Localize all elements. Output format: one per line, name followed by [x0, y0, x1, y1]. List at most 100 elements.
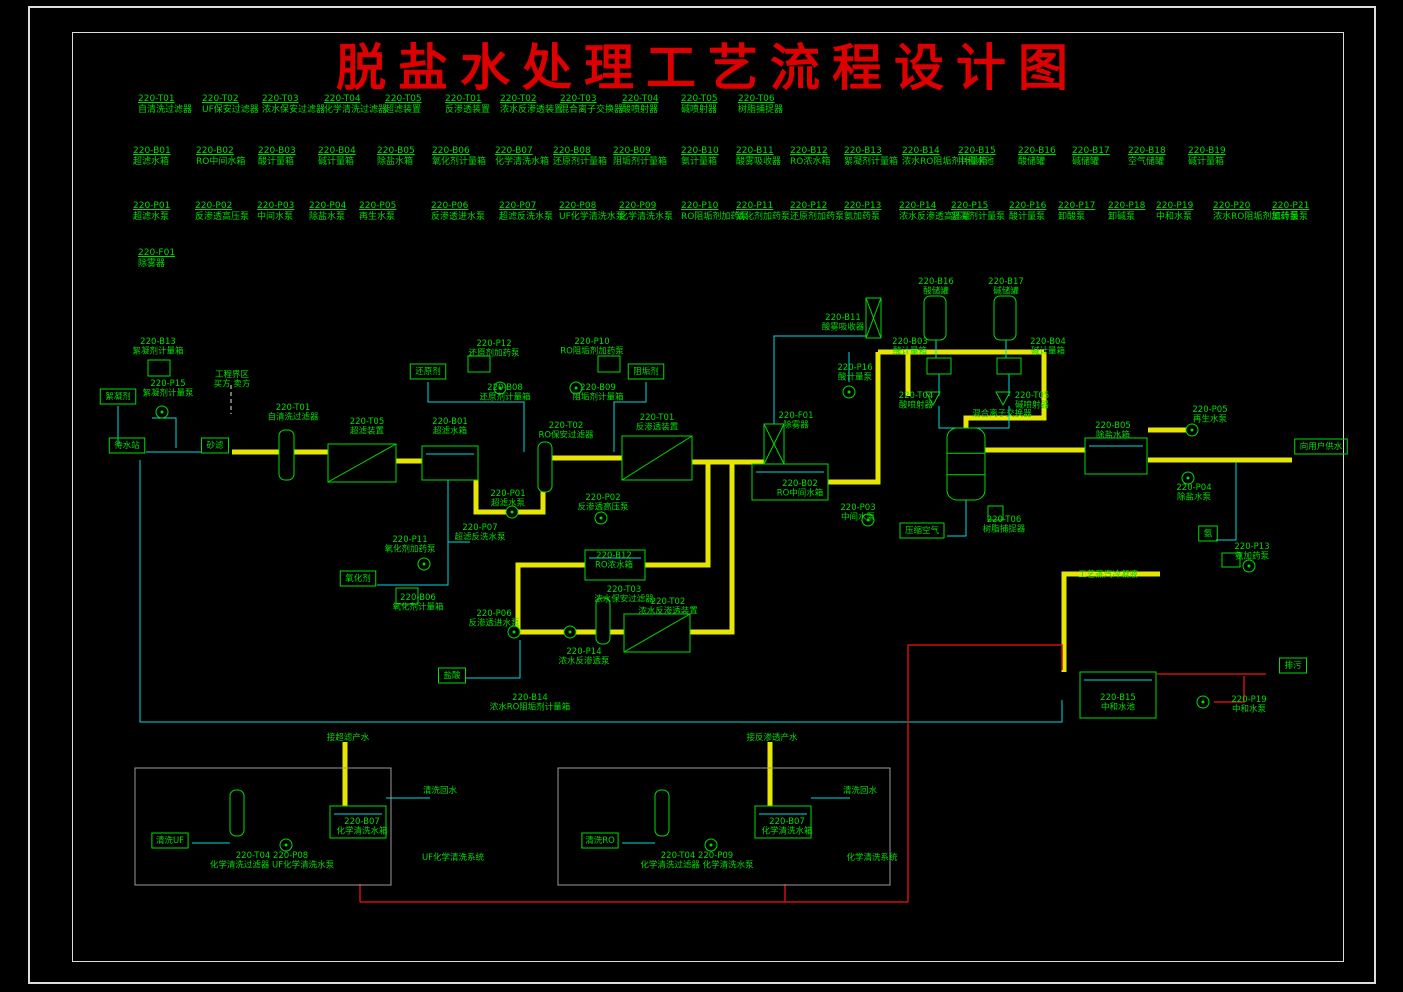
process-flow-line: [690, 462, 735, 635]
process-flow-line: [1061, 571, 1160, 672]
mixed-bed-exchanger: [946, 427, 986, 501]
concentrate-ro-hp-pump-dot: [568, 630, 572, 634]
alkali-metering-box: [996, 357, 1022, 375]
ro-cleaning-tank: [754, 805, 812, 839]
ro-concentrate-tank: [584, 549, 646, 581]
diagram-label: 压缩空气: [905, 525, 940, 536]
cleaning-system-box: [557, 767, 891, 886]
uf-cleaning-filter: [229, 789, 245, 837]
diagram-label: UF化学清洗系统: [422, 852, 485, 863]
diagram-label: 工程界区买方 卖方: [214, 370, 251, 390]
acid-ejector: [925, 391, 941, 407]
oxidant-tank: [395, 587, 419, 605]
aux-line: [938, 406, 957, 429]
aux-line: [773, 335, 866, 424]
neutralization-pump-dot: [1201, 700, 1205, 704]
demister-packing: [763, 423, 785, 465]
ammonia-tank: [1221, 552, 1241, 568]
reducing-agent-pump-dot: [498, 386, 502, 390]
label-box: [627, 363, 665, 380]
acid-mist-absorber-packing: [865, 297, 882, 339]
diagram-label: 排污: [1284, 660, 1302, 671]
drain-line: [907, 644, 1063, 902]
uf-water-pump-dot: [510, 510, 514, 514]
label-box: [409, 363, 447, 380]
diagram-label: 氧化剂: [345, 573, 371, 584]
diagram-label: 化学清洗系统: [846, 852, 898, 863]
diagram-label: 混合离子交换器: [972, 408, 1032, 419]
resin-trap: [987, 505, 1004, 521]
diagram-label: 氨: [1204, 528, 1213, 539]
label-box: [151, 832, 189, 849]
acid-storage-tank: [923, 295, 947, 341]
outer-frame: [28, 6, 1376, 984]
ro-cleaning-filter: [654, 789, 670, 837]
uf-cleaning-tank: [329, 805, 387, 839]
diagram-label: 工艺蒸汽冷凝液: [1078, 569, 1138, 580]
acid-metering-pump-dot: [847, 390, 851, 394]
concentrate-security-filter: [595, 597, 611, 645]
aux-line: [377, 542, 449, 586]
label-box: [1279, 657, 1307, 674]
uf-cleaning-pump-dot: [284, 843, 288, 847]
label-box: [1294, 438, 1348, 455]
label-box: [438, 667, 466, 684]
aux-line: [947, 500, 967, 537]
acid-metering-box: [926, 357, 952, 375]
aux-line: [139, 460, 1063, 723]
ro-hp-pump-dot: [599, 516, 603, 520]
inner-frame: [72, 32, 1344, 962]
label-box: [1198, 525, 1218, 542]
diagram-label: 接超滤产水: [327, 732, 370, 743]
concentrate-ro-unit-membrane: [623, 613, 691, 653]
regen-water-pump-dot: [1190, 428, 1194, 432]
label-box: [99, 388, 137, 405]
ro-security-filter: [537, 441, 553, 493]
label-box: [899, 522, 945, 539]
diagram-label: 絮凝剂: [105, 391, 131, 402]
demin-water-tank: [1084, 437, 1148, 475]
diagram-label: 向用户供水: [1300, 441, 1343, 452]
diagram-label: 阻垢剂: [633, 366, 659, 377]
antiscalant-tank: [597, 355, 621, 373]
uf-cleaning-system-box: [134, 767, 392, 886]
aux-line: [975, 406, 1010, 429]
aux-line: [152, 417, 177, 448]
ro-cleaning-pump-dot: [709, 843, 713, 847]
flocculant-tank: [147, 359, 171, 377]
uf-water-tank: [421, 445, 479, 481]
